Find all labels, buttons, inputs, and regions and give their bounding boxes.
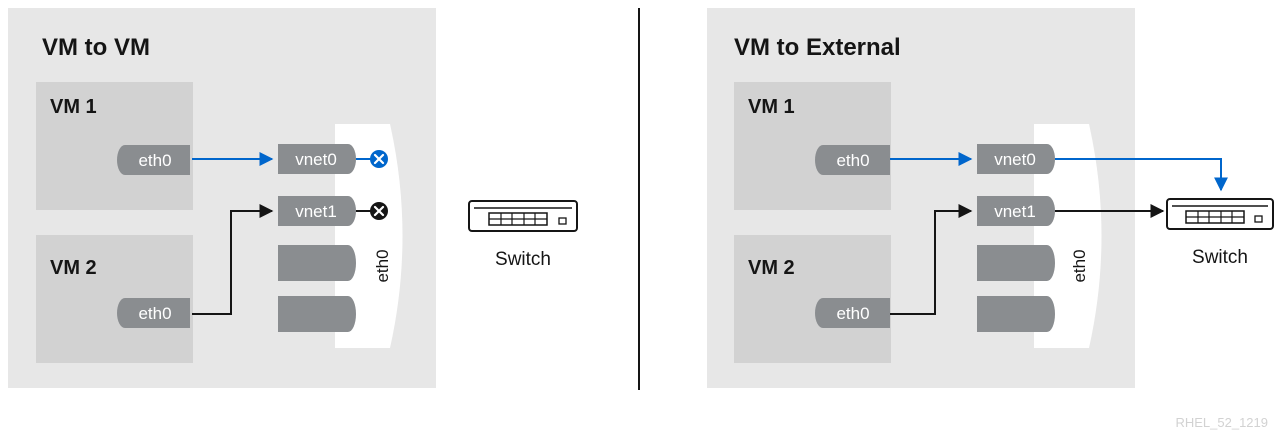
port-vnet1 xyxy=(977,196,1055,226)
panel-vm-to-vm: VM to VM VM 1 eth0 VM 2 eth0 eth0 vnet0 … xyxy=(8,8,578,388)
blocked-icon-blue xyxy=(370,150,388,168)
panel-title: VM to VM xyxy=(42,34,150,61)
panel-vm-to-external: VM to External VM 1 eth0 VM 2 eth0 eth0 … xyxy=(707,8,1274,388)
link-vnet0-switch xyxy=(1055,158,1228,192)
port-empty-2 xyxy=(278,296,356,332)
vm2-nic xyxy=(117,298,190,328)
port-empty-1 xyxy=(977,245,1055,281)
port-vnet0-label: vnet0 xyxy=(994,150,1036,169)
vm2-label: VM 2 xyxy=(50,257,97,279)
switch-icon xyxy=(1166,198,1274,230)
link-vm2-vnet1 xyxy=(890,204,973,315)
bridge-shape xyxy=(1034,124,1102,348)
port-empty-2 xyxy=(977,296,1055,332)
blocked-icon-black xyxy=(370,202,388,220)
vm1-nic-label: eth0 xyxy=(138,151,171,170)
bridge-label: eth0 xyxy=(1070,249,1089,282)
vm1-nic-label: eth0 xyxy=(836,151,869,170)
port-empty-1 xyxy=(278,245,356,281)
switch-label: Switch xyxy=(1192,247,1248,268)
port-vnet1-label: vnet1 xyxy=(994,202,1036,221)
vm2-label: VM 2 xyxy=(748,257,795,279)
vm2-nic-label: eth0 xyxy=(138,304,171,323)
vm2-nic xyxy=(815,298,890,328)
figure-id: RHEL_52_1219 xyxy=(1175,415,1268,430)
port-vnet0 xyxy=(278,144,356,174)
bridge-shape xyxy=(335,124,403,348)
vm1-label: VM 1 xyxy=(50,96,97,118)
vm2-nic-label: eth0 xyxy=(836,304,869,323)
vm1-nic xyxy=(815,145,890,175)
port-vnet0-label: vnet0 xyxy=(295,150,337,169)
bridge-label: eth0 xyxy=(373,249,392,282)
panel-title: VM to External xyxy=(734,34,901,61)
port-vnet1-label: vnet1 xyxy=(295,202,337,221)
port-vnet0 xyxy=(977,144,1055,174)
switch-icon xyxy=(468,200,578,232)
switch-label: Switch xyxy=(495,249,551,270)
port-vnet1 xyxy=(278,196,356,226)
vm1-nic xyxy=(117,145,190,175)
link-vm2-vnet1 xyxy=(192,204,274,315)
vm1-label: VM 1 xyxy=(748,96,795,118)
